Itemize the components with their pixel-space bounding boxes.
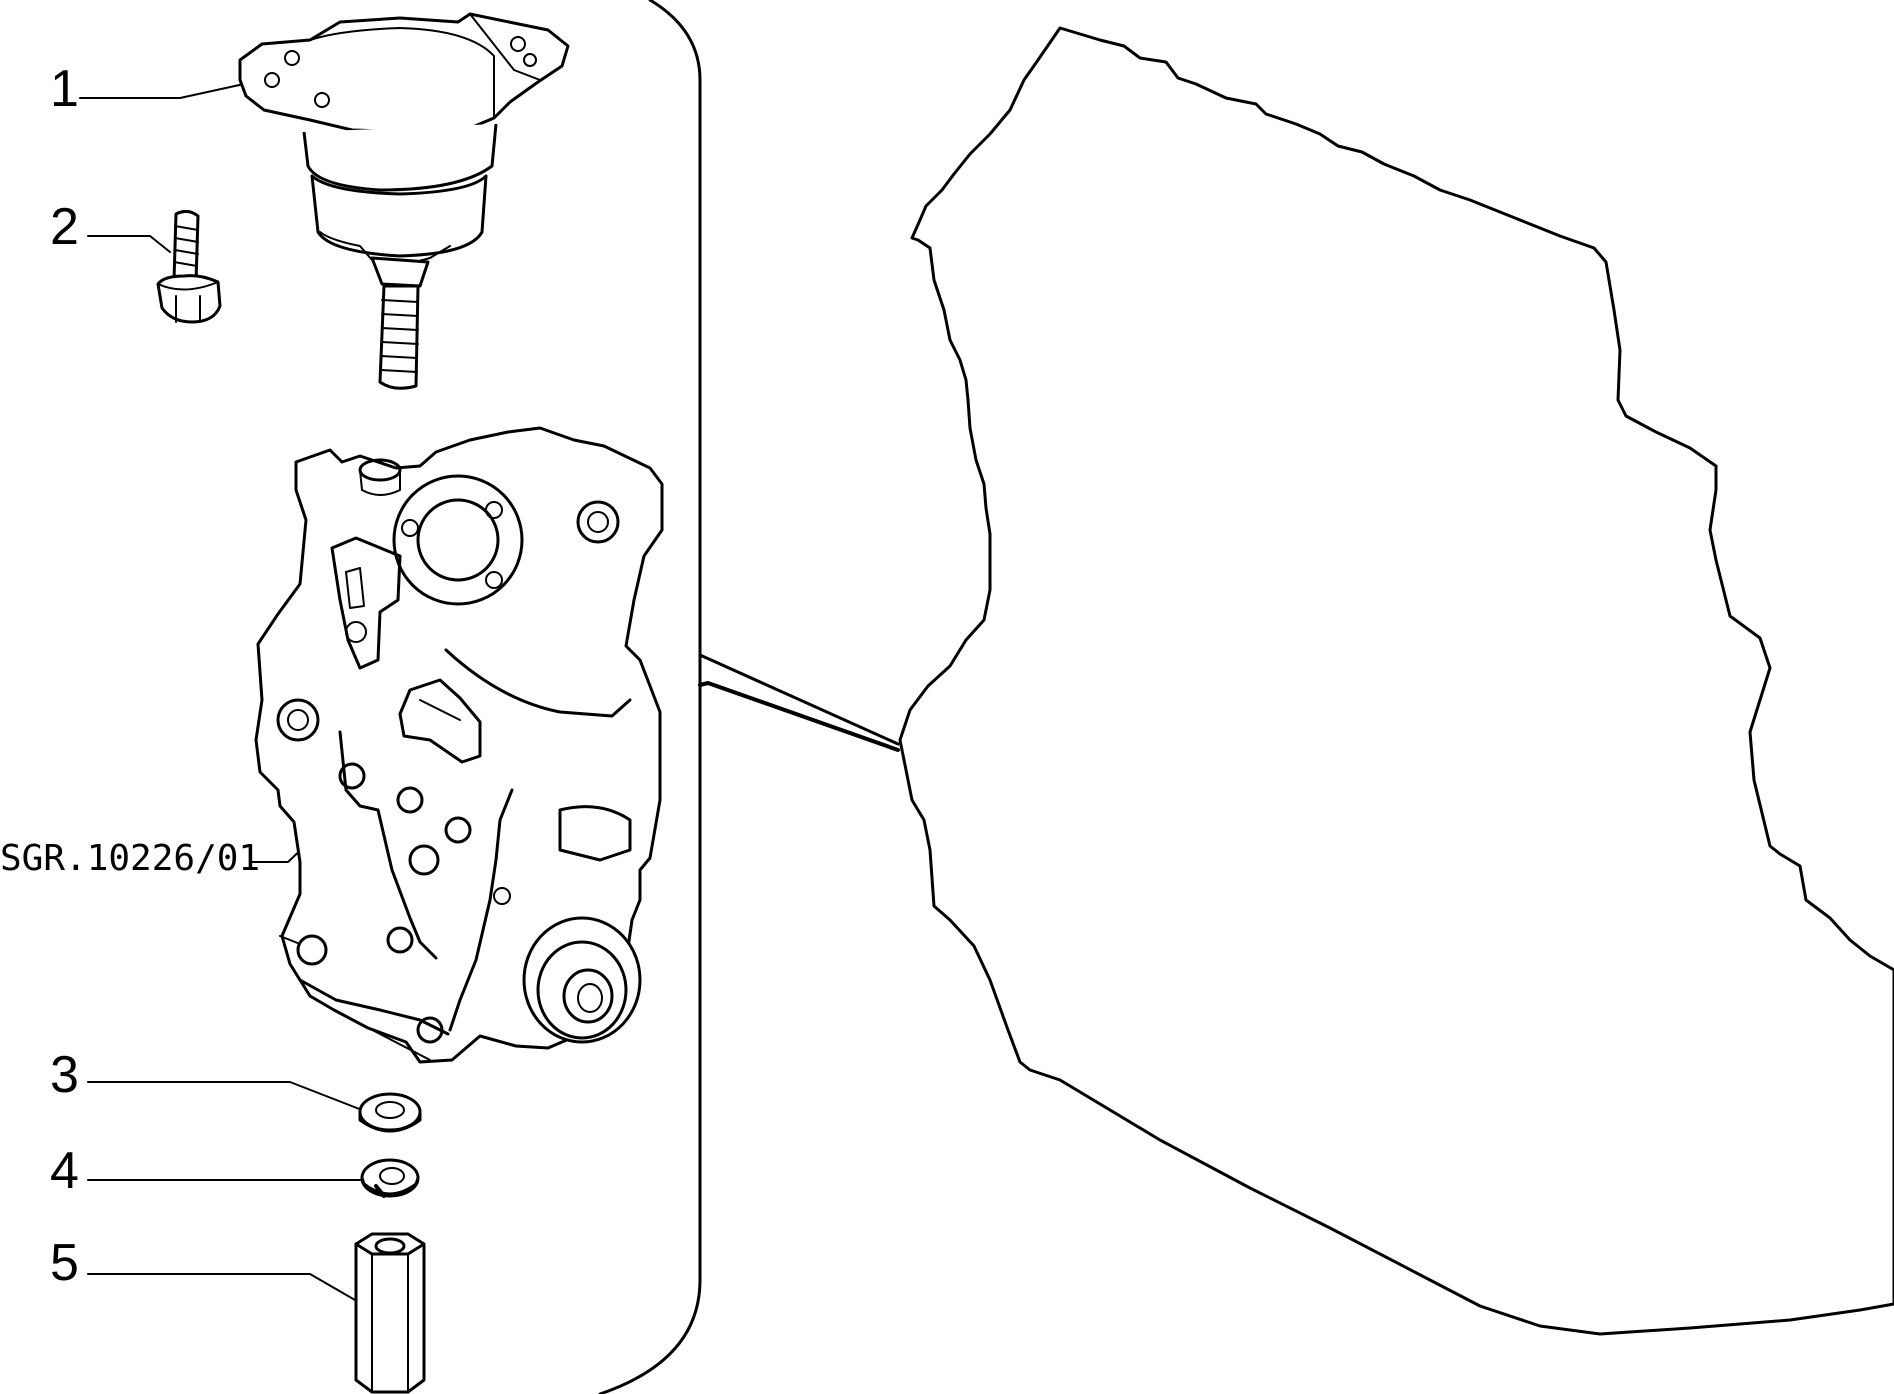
- spring-washer-part-4: [360, 1158, 420, 1198]
- leader-line-5: [87, 1273, 356, 1301]
- engine-mount-bracket: [254, 426, 664, 1064]
- group-bracket: [598, 0, 702, 1394]
- bracket-connector: [698, 653, 900, 746]
- leader-line-1: [79, 83, 245, 99]
- flat-washer-part-3: [358, 1092, 422, 1133]
- callout-3-label: 3: [50, 1046, 79, 1104]
- leader-line-2: [87, 235, 171, 253]
- hex-spacer-part-5: [354, 1232, 426, 1394]
- callout-1-label: 1: [50, 60, 79, 118]
- callout-5-label: 5: [50, 1234, 79, 1292]
- leader-line-3: [87, 1081, 363, 1111]
- engine-block-outline: [898, 26, 1894, 1336]
- flange-bolt-part-2: [156, 209, 222, 324]
- callout-4-label: 4: [50, 1142, 79, 1200]
- reference-code-label: SGR.10226/01: [0, 838, 260, 879]
- leader-lines: [79, 83, 363, 1301]
- bracket-connector-lower: [698, 681, 900, 752]
- engine-mount-part-1: [238, 12, 570, 390]
- callout-2-label: 2: [50, 198, 79, 256]
